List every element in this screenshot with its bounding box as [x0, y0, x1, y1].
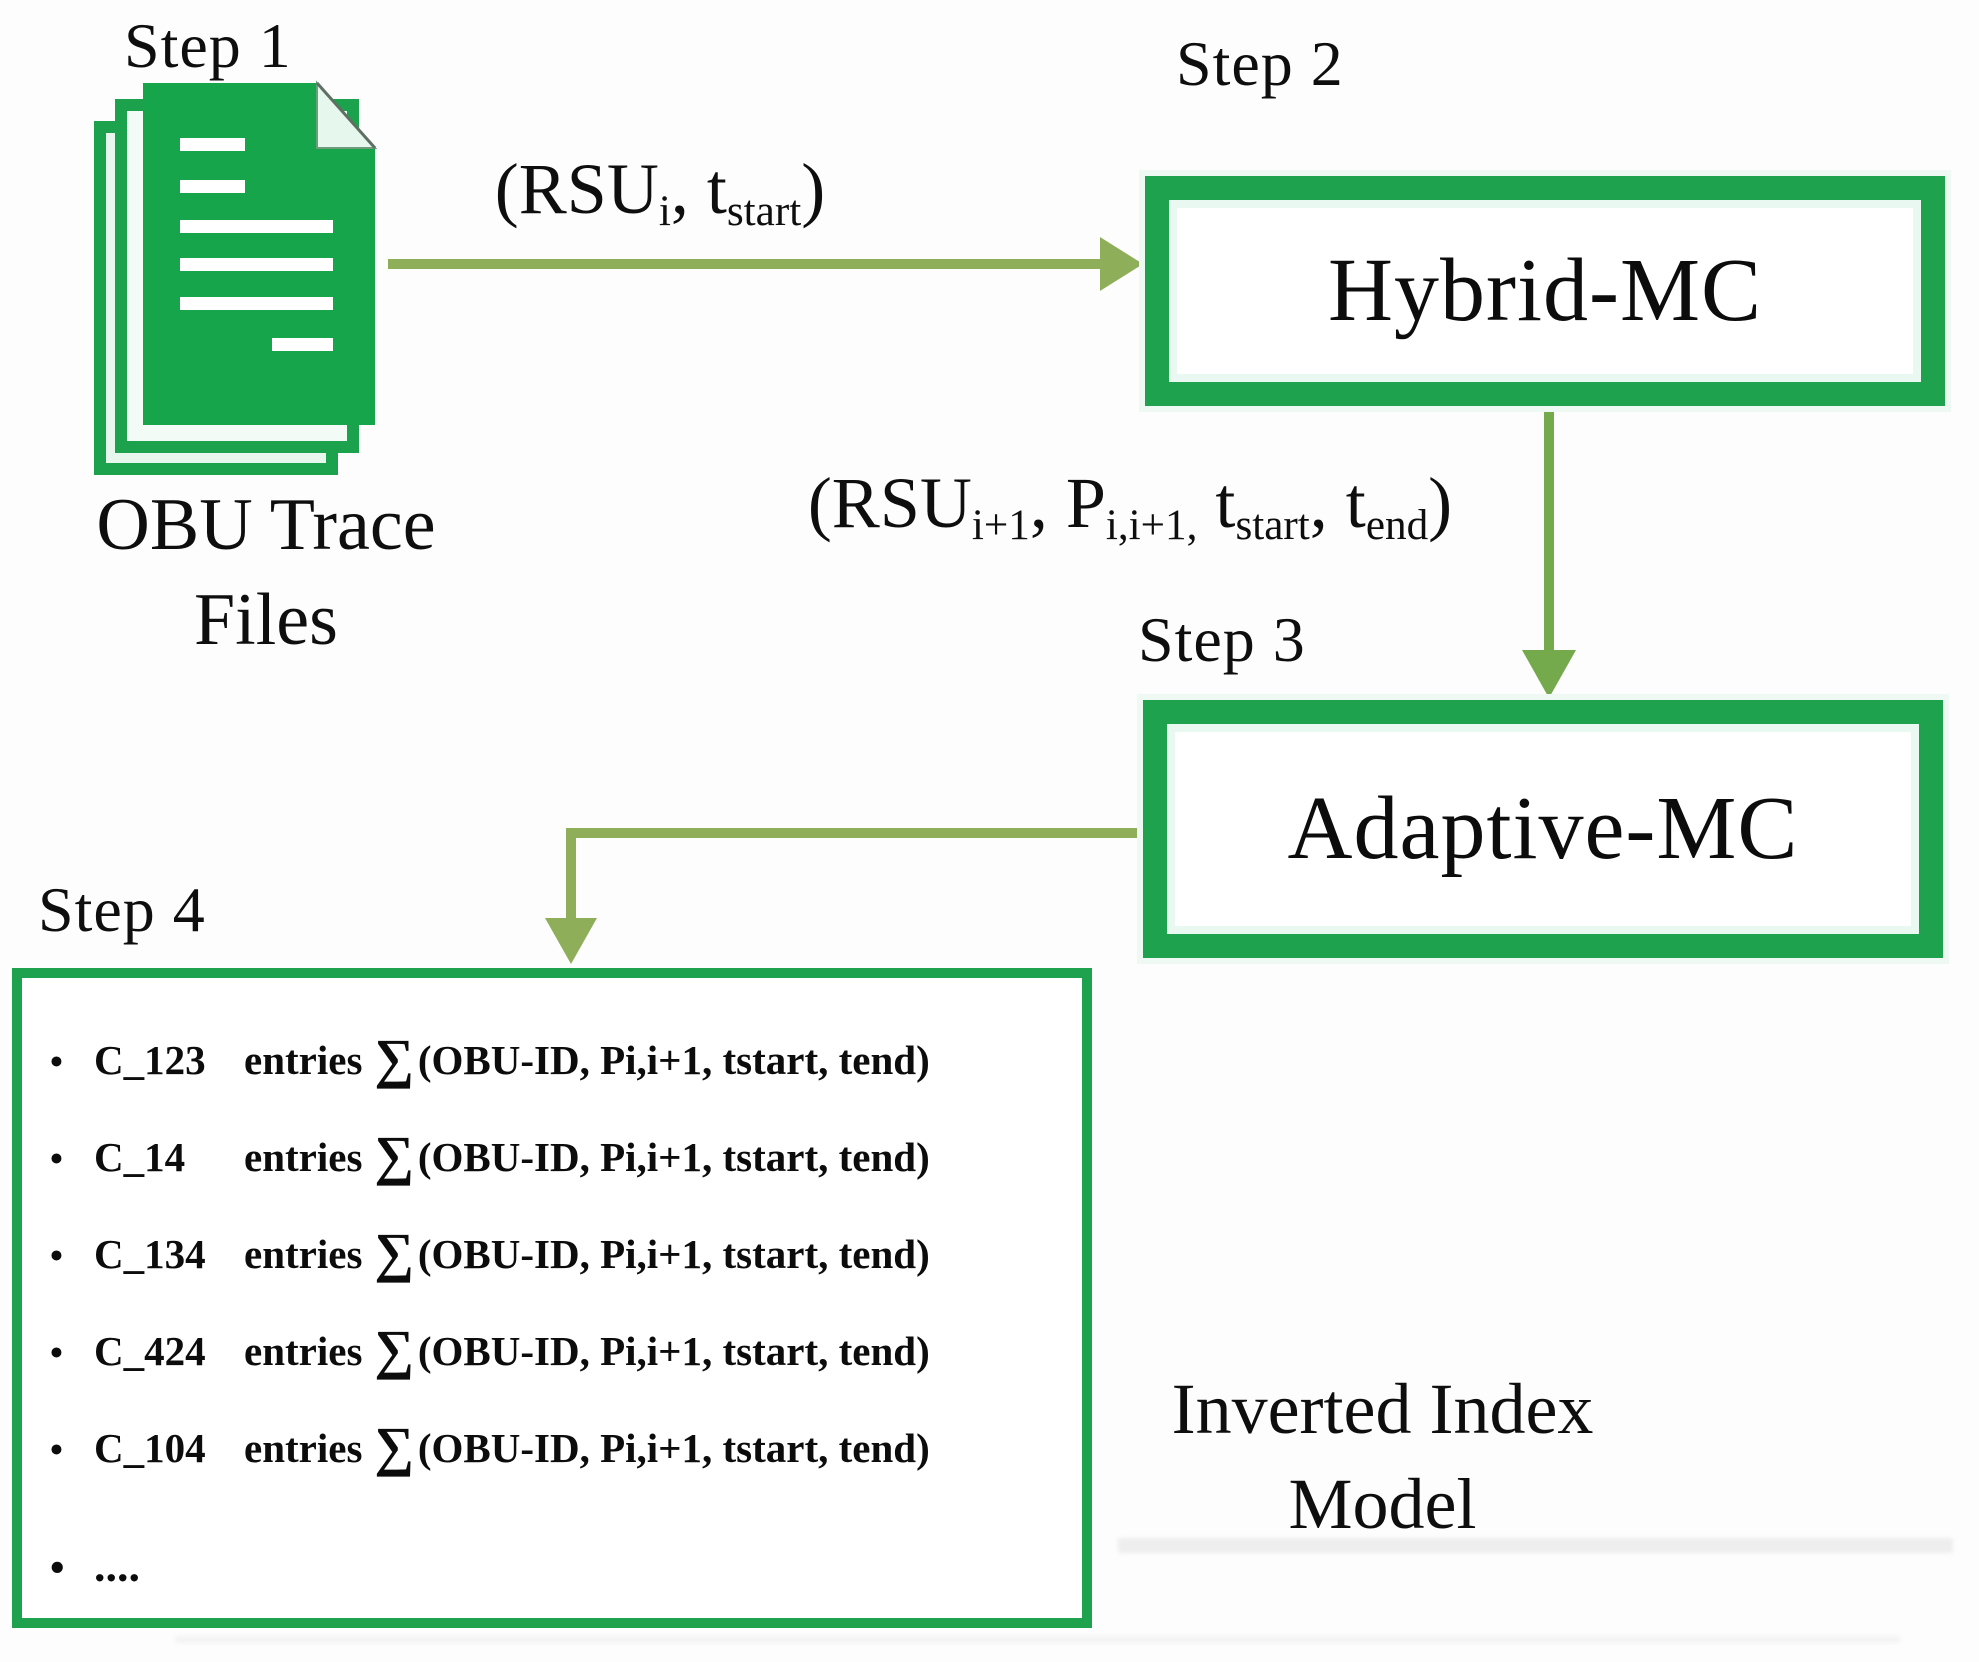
index-entry-row: • C_104 entries ∑ (OBU-ID, Pi,i+1, tstar… [50, 1412, 1082, 1509]
formula-text: ) [801, 149, 826, 229]
entries-word: entries [244, 1037, 363, 1083]
formula-subscript: i+1 [971, 502, 1030, 550]
index-entry-row: • C_134 entries ∑ (OBU-ID, Pi,i+1, tstar… [50, 1218, 1082, 1315]
cluster-id: C_424 [94, 1328, 206, 1374]
formula-subscript: i [658, 188, 671, 236]
formula-text: (RSU [494, 149, 659, 229]
inverted-index-box: • C_123 entries ∑ (OBU-ID, Pi,i+1, tstar… [12, 968, 1092, 1628]
cluster-id: C_123 [94, 1037, 206, 1083]
step4-label: Step 4 [38, 878, 206, 942]
bullet-icon: • [50, 1138, 63, 1179]
formula-text: t [1197, 463, 1236, 543]
formula-text: ) [1428, 463, 1453, 543]
entry-tuple: (OBU-ID, Pi,i+1, tstart, tend) [417, 1134, 930, 1180]
inverted-index-model-caption: Inverted Index Model [1105, 1362, 1660, 1552]
sum-icon: ∑ [374, 1415, 414, 1477]
hybrid-mc-title: Hybrid-MC [1328, 241, 1762, 340]
formula-subscript: i,i+1, [1105, 502, 1198, 550]
caption-line: Model [1288, 1464, 1477, 1545]
step3-label: Step 3 [1138, 608, 1306, 672]
formula-subscript: start [1235, 502, 1310, 550]
arrow-step2-to-step3 [1522, 406, 1576, 698]
entries-word: entries [244, 1425, 363, 1471]
formula-subscript: start [726, 188, 802, 236]
cluster-id: C_104 [94, 1425, 206, 1471]
document-stack-icon [94, 80, 378, 475]
index-entry-row-more: • .... [50, 1539, 1082, 1636]
entries-word: entries [244, 1328, 363, 1374]
formula-text: , t [1309, 463, 1366, 543]
formula-text: (RSU [807, 463, 972, 543]
bullet-icon: • [50, 1041, 63, 1082]
entries-word: entries [244, 1231, 363, 1277]
formula-subscript: end [1365, 502, 1429, 550]
arrow-step1-to-step2 [388, 237, 1143, 291]
adaptive-mc-title: Adaptive-MC [1287, 779, 1799, 878]
cluster-id: .... [94, 1540, 140, 1591]
ghost-artifact-band [1118, 1538, 1953, 1553]
bullet-icon: • [50, 1332, 63, 1373]
step1-label: Step 1 [124, 14, 292, 78]
sum-icon: ∑ [374, 1027, 414, 1089]
caption-line: Inverted Index [1171, 1369, 1594, 1449]
formula-text: , P [1029, 463, 1106, 543]
formula-text: , t [670, 149, 727, 229]
arrow1-formula-label: (RSUi, tstart) [430, 148, 890, 237]
sum-icon: ∑ [374, 1221, 414, 1283]
arrow-step3-to-step4 [545, 828, 1143, 964]
entry-tuple: (OBU-ID, Pi,i+1, tstart, tend) [417, 1037, 930, 1083]
caption-line: OBU Trace [96, 484, 436, 566]
entries-word: entries [244, 1134, 363, 1180]
index-entry-row: • C_424 entries ∑ (OBU-ID, Pi,i+1, tstar… [50, 1315, 1082, 1412]
step2-label: Step 2 [1176, 32, 1344, 96]
step4-label-text: Step 4 [38, 874, 206, 945]
ghost-artifact-band [175, 1636, 1900, 1643]
step2-label-text: Step 2 [1176, 28, 1344, 99]
cluster-id: C_14 [94, 1134, 186, 1180]
bullet-icon: • [50, 1429, 63, 1470]
sum-icon: ∑ [374, 1318, 414, 1380]
cluster-id: C_134 [94, 1231, 206, 1277]
entry-tuple: (OBU-ID, Pi,i+1, tstart, tend) [417, 1328, 930, 1374]
entry-tuple: (OBU-ID, Pi,i+1, tstart, tend) [417, 1425, 930, 1471]
arrow2-formula-label: (RSUi+1, Pi,i+1, tstart, tend) [730, 462, 1530, 551]
caption-line: Files [194, 578, 338, 661]
obu-trace-files-caption: OBU Trace Files [36, 478, 496, 667]
entry-tuple: (OBU-ID, Pi,i+1, tstart, tend) [417, 1231, 930, 1277]
bullet-icon: • [50, 1544, 65, 1590]
bullet-icon: • [50, 1235, 63, 1276]
step3-label-text: Step 3 [1138, 604, 1306, 675]
hybrid-mc-box: Hybrid-MC [1145, 176, 1945, 406]
index-entry-row: • C_123 entries ∑ (OBU-ID, Pi,i+1, tstar… [50, 1024, 1082, 1121]
index-entry-row: • C_14 entries ∑ (OBU-ID, Pi,i+1, tstart… [50, 1121, 1082, 1218]
sum-icon: ∑ [374, 1124, 414, 1186]
step1-label-text: Step 1 [124, 10, 292, 81]
adaptive-mc-box: Adaptive-MC [1143, 700, 1943, 958]
